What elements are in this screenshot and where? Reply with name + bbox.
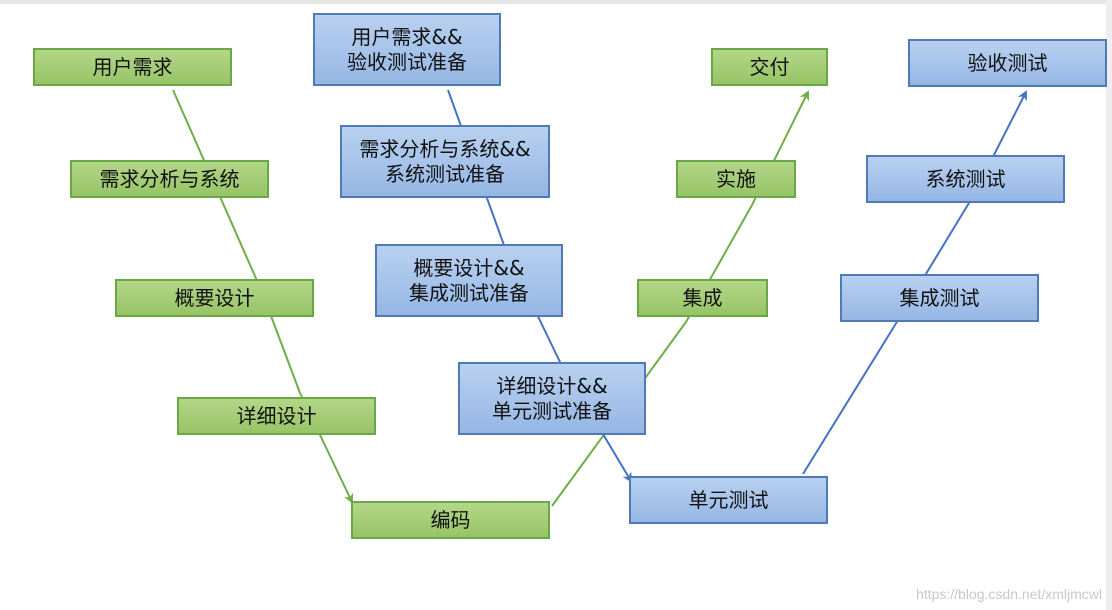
watermark-text: https://blog.csdn.net/xmljmcwl bbox=[916, 586, 1102, 602]
detailed-design-box: 详细设计 bbox=[177, 397, 376, 435]
integration-test-box: 集成测试 bbox=[840, 274, 1039, 322]
user-requirements-box: 用户需求 bbox=[33, 48, 232, 86]
acceptance-test-box: 验收测试 bbox=[908, 39, 1107, 87]
integration-test-prep-box: 概要设计&& 集成测试准备 bbox=[375, 244, 563, 317]
coding-box: 编码 bbox=[351, 501, 550, 539]
blue-connector-4 bbox=[802, 324, 896, 475]
outline-design-box: 概要设计 bbox=[115, 279, 314, 317]
acceptance-test-prep-box: 用户需求&& 验收测试准备 bbox=[313, 13, 501, 86]
requirements-analysis-box: 需求分析与系统 bbox=[70, 160, 269, 198]
unit-test-prep-box: 详细设计&& 单元测试准备 bbox=[458, 362, 646, 435]
integration-box: 集成 bbox=[637, 279, 768, 317]
right-scrollbar[interactable] bbox=[1106, 0, 1112, 610]
top-border bbox=[0, 0, 1112, 4]
unit-test-box: 单元测试 bbox=[629, 476, 828, 524]
system-test-prep-box: 需求分析与系统&& 系统测试准备 bbox=[340, 125, 550, 198]
delivery-box: 交付 bbox=[711, 48, 828, 86]
implementation-box: 实施 bbox=[676, 160, 796, 198]
system-test-box: 系统测试 bbox=[866, 155, 1065, 203]
